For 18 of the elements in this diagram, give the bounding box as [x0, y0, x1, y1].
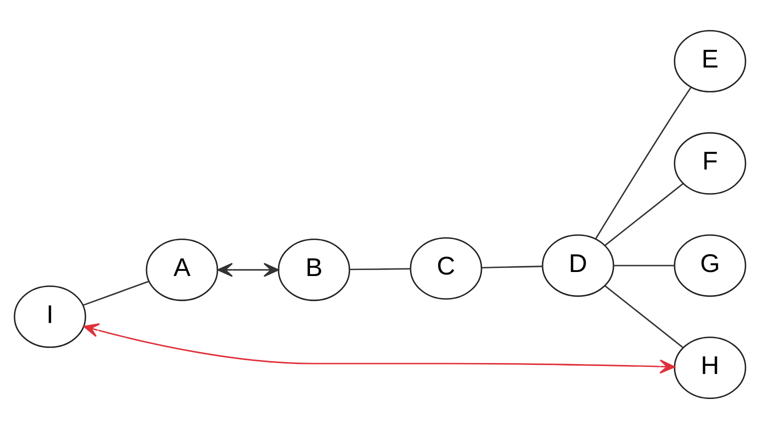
node-ellipse: G [674, 234, 746, 296]
connector [604, 284, 684, 348]
arrow [217, 262, 280, 276]
node-ellipse: D [542, 234, 614, 296]
connector [614, 264, 674, 266]
connector [350, 268, 410, 270]
connector [482, 265, 542, 268]
node-ellipse: I [14, 284, 86, 348]
arrow [83, 322, 676, 374]
node-ellipse: E [674, 29, 746, 92]
node-ellipse: C [410, 236, 482, 300]
connector [595, 86, 692, 239]
node-ellipse: B [278, 238, 350, 301]
connector [604, 182, 684, 246]
node-ellipse: A [146, 238, 218, 301]
connector [83, 280, 150, 306]
node-ellipse: F [674, 132, 746, 194]
node-ellipse: H [674, 336, 746, 399]
